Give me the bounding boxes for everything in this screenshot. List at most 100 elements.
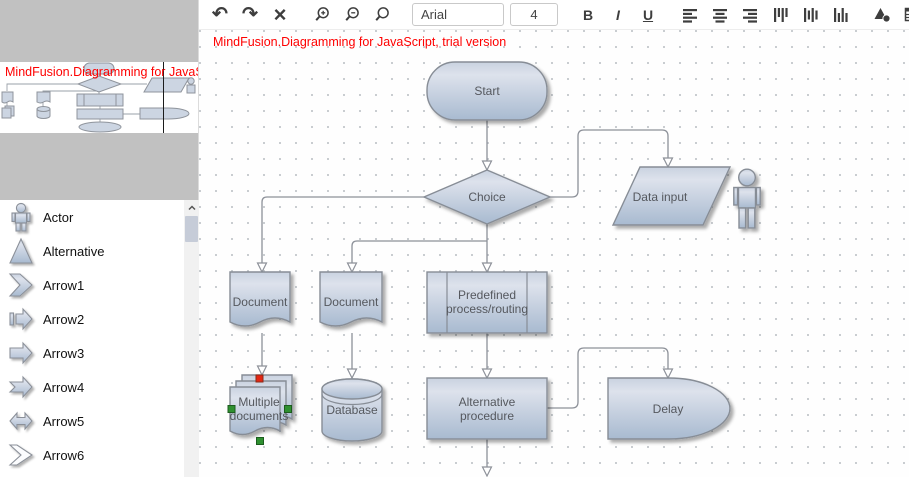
arrow6-shape-icon — [6, 440, 36, 470]
palette-item-arrow3[interactable]: Arrow3 — [0, 336, 184, 370]
palette-item-arrow1[interactable]: Arrow1 — [0, 268, 184, 302]
font-name-input[interactable] — [412, 3, 504, 26]
node-document1[interactable] — [229, 271, 291, 327]
shapes-icon — [874, 8, 891, 23]
node-data-input[interactable] — [611, 166, 732, 226]
selection-handles — [227, 374, 292, 445]
magnifier-icon — [375, 6, 389, 21]
redo-icon: ↷ — [242, 4, 258, 25]
undo-icon: ↶ — [212, 4, 228, 25]
node-start[interactable] — [426, 61, 548, 121]
palette-scrollbar[interactable] — [184, 200, 199, 477]
align-right-button[interactable] — [738, 2, 762, 28]
selection-handle-right[interactable] — [284, 405, 292, 413]
italic-button[interactable]: I — [606, 2, 630, 28]
palette-item-arrow4[interactable]: Arrow4 — [0, 370, 184, 404]
chevron-up-icon — [187, 205, 196, 211]
mini-choice-node — [76, 75, 123, 93]
zoom-out-icon — [345, 6, 359, 21]
mini-end-node — [78, 121, 122, 133]
arrow1-shape-icon — [6, 270, 36, 300]
bold-button[interactable]: B — [576, 2, 600, 28]
overview-outer-area-bottom — [0, 133, 198, 200]
palette-item-label: Arrow5 — [43, 413, 85, 429]
arrow3-shape-icon — [6, 338, 36, 368]
selection-handle-top[interactable] — [255, 374, 264, 383]
zoom-in-button[interactable] — [310, 2, 334, 28]
italic-icon: I — [616, 6, 620, 23]
insert-shape-button[interactable] — [870, 2, 894, 28]
underline-button[interactable]: U — [636, 2, 660, 28]
palette-item-alternative[interactable]: Alternative — [0, 234, 184, 268]
diagram-canvas[interactable]: Start Choice Data input Document Documen… — [199, 30, 909, 477]
connector-choice-document2[interactable] — [351, 240, 487, 263]
zoom-in-icon — [315, 6, 329, 21]
align-left-icon — [683, 8, 697, 23]
mini-document2-node — [36, 91, 51, 104]
connector-alternative-delay[interactable] — [547, 347, 669, 409]
table-icon — [904, 7, 909, 22]
align-center-button[interactable] — [708, 2, 732, 28]
zoom-reset-button[interactable] — [370, 2, 394, 28]
palette-item-label: Arrow2 — [43, 311, 85, 327]
palette-item-arrow2[interactable]: Arrow2 — [0, 302, 184, 336]
align-left-button[interactable] — [678, 2, 702, 28]
node-label: Data input — [633, 190, 688, 204]
node-choice[interactable] — [422, 169, 552, 225]
delete-icon: × — [273, 1, 287, 27]
node-multiple-documents[interactable] — [229, 374, 293, 436]
selection-handle-left[interactable] — [227, 405, 236, 413]
valign-top-icon — [774, 7, 788, 22]
node-database[interactable] — [321, 378, 383, 442]
bold-icon: B — [582, 6, 594, 23]
trial-watermark: MindFusion.Diagramming for JavaScript, t… — [213, 35, 507, 49]
overview-panel[interactable]: MindFusion.Diagramming for JavaScript, t… — [0, 62, 198, 133]
valign-bottom-button[interactable] — [828, 2, 852, 28]
mini-delay-node — [139, 107, 190, 120]
valign-middle-icon — [804, 7, 818, 22]
redo-button[interactable]: ↷ — [238, 2, 262, 28]
actor-shape-icon — [6, 202, 36, 232]
actor-figure[interactable] — [733, 168, 761, 229]
valign-bottom-icon — [834, 7, 848, 22]
arrow5-shape-icon — [6, 406, 36, 436]
scrollbar-thumb[interactable] — [185, 216, 198, 242]
underline-icon: U — [642, 6, 654, 23]
valign-middle-button[interactable] — [798, 2, 822, 28]
delete-button[interactable]: × — [268, 2, 292, 28]
zoom-out-button[interactable] — [340, 2, 364, 28]
alternative-shape-icon — [6, 236, 36, 266]
overview-outer-area — [0, 0, 198, 62]
node-label: Choice — [468, 190, 506, 204]
mini-predefined-node — [76, 93, 124, 107]
scrollbar-up-button[interactable] — [184, 200, 199, 216]
insert-table-button[interactable] — [900, 2, 909, 28]
palette-item-actor[interactable]: Actor — [0, 200, 184, 234]
overview-trial-watermark: MindFusion.Diagramming for JavaScript, t… — [5, 65, 198, 79]
mini-actor-body — [186, 84, 196, 94]
overview-viewport-frame[interactable] — [163, 62, 164, 133]
palette-item-arrow5[interactable]: Arrow5 — [0, 404, 184, 438]
arrow2-shape-icon — [6, 304, 36, 334]
node-alternative-procedure[interactable] — [426, 377, 548, 440]
node-label: Document — [233, 295, 288, 309]
mini-start-node — [83, 62, 115, 75]
align-center-icon — [713, 8, 727, 23]
node-predefined-process[interactable] — [426, 271, 548, 334]
node-label: Database — [326, 403, 378, 417]
selection-handle-bottom[interactable] — [256, 437, 264, 445]
palette-item-arrow6[interactable]: Arrow6 — [0, 438, 184, 472]
connector-choice-document1[interactable] — [261, 196, 424, 263]
palette-item-label: Alternative — [43, 243, 105, 259]
node-document2[interactable] — [319, 271, 383, 327]
node-delay[interactable] — [607, 377, 731, 440]
undo-button[interactable]: ↶ — [208, 2, 232, 28]
mini-actor-figure — [187, 77, 195, 85]
palette-item-label: Arrow1 — [43, 277, 85, 293]
connector-choice-datainput[interactable] — [550, 129, 669, 198]
mini-data-input-node — [143, 77, 190, 93]
valign-top-button[interactable] — [768, 2, 792, 28]
font-size-input[interactable] — [510, 3, 558, 26]
